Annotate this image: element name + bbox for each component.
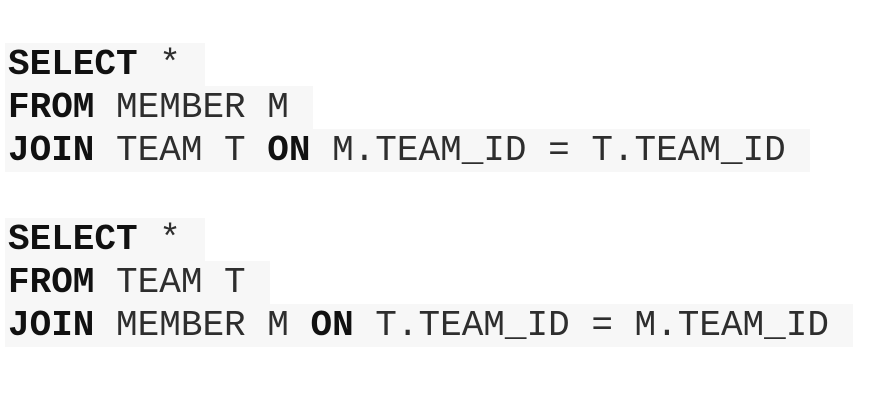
sql-text: M.TEAM_ID = T.TEAM_ID bbox=[310, 130, 786, 171]
code-line: FROM MEMBER M bbox=[5, 86, 313, 129]
code-line: JOIN MEMBER M ON T.TEAM_ID = M.TEAM_ID bbox=[5, 304, 853, 347]
sql-keyword: ON bbox=[310, 305, 354, 346]
code-line: SELECT * bbox=[5, 43, 205, 86]
sql-keyword: ON bbox=[267, 130, 311, 171]
code-line: SELECT * bbox=[5, 218, 205, 261]
code-line-row: SELECT * bbox=[5, 43, 873, 86]
sql-text: TEAM T bbox=[94, 130, 268, 171]
sql-text: MEMBER M bbox=[94, 305, 311, 346]
sql-keyword: FROM bbox=[8, 262, 95, 303]
sql-text: TEAM T bbox=[94, 262, 246, 303]
sql-text: MEMBER M bbox=[94, 87, 289, 128]
code-line-row: JOIN TEAM T ON M.TEAM_ID = T.TEAM_ID bbox=[5, 129, 873, 172]
sql-keyword: SELECT bbox=[8, 44, 138, 85]
code-line-row: JOIN MEMBER M ON T.TEAM_ID = M.TEAM_ID bbox=[5, 304, 873, 347]
sql-text: * bbox=[137, 44, 181, 85]
code-line: JOIN TEAM T ON M.TEAM_ID = T.TEAM_ID bbox=[5, 129, 810, 172]
sql-keyword: JOIN bbox=[8, 305, 95, 346]
code-line-row: FROM MEMBER M bbox=[5, 86, 873, 129]
sql-text: T.TEAM_ID = M.TEAM_ID bbox=[353, 305, 829, 346]
sql-keyword: JOIN bbox=[8, 130, 95, 171]
sql-keyword: FROM bbox=[8, 87, 95, 128]
code-line-row: SELECT * bbox=[5, 218, 873, 261]
code-line: FROM TEAM T bbox=[5, 261, 270, 304]
sql-keyword: SELECT bbox=[8, 219, 138, 260]
sql-text: * bbox=[137, 219, 181, 260]
code-line-row: FROM TEAM T bbox=[5, 261, 873, 304]
